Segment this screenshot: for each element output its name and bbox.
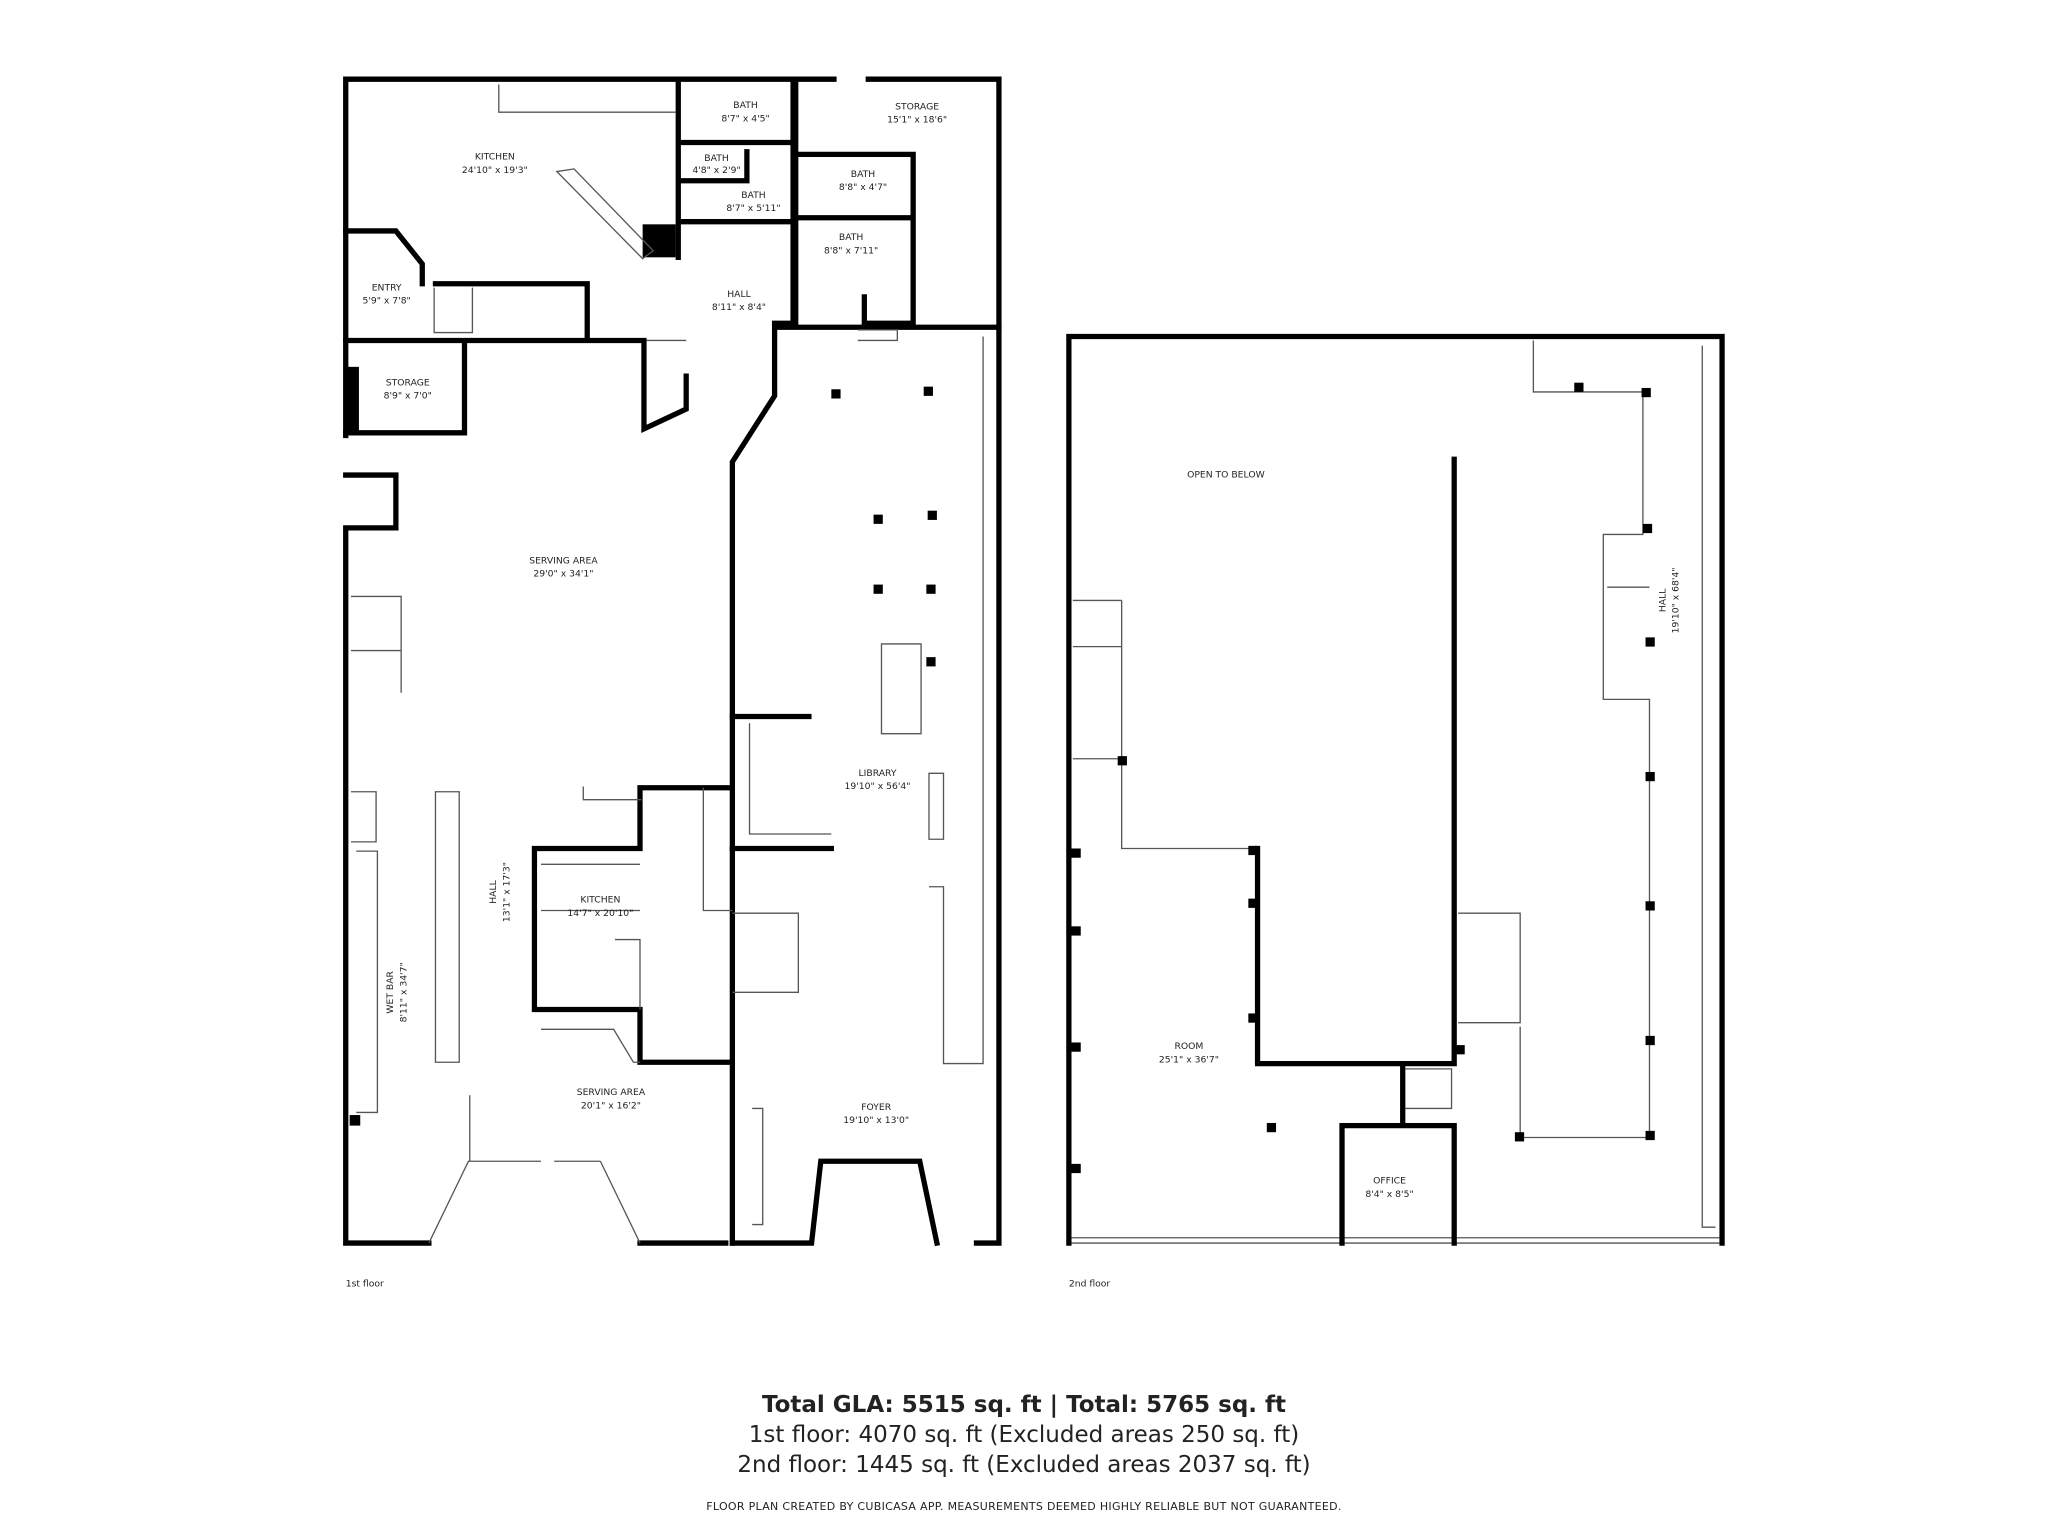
- room-name: STORAGE: [895, 102, 939, 113]
- room-name: KITCHEN: [580, 895, 620, 906]
- room-size: 19'10" x 56'4": [845, 781, 911, 792]
- first-floor-area: 1st floor: 4070 sq. ft (Excluded areas 2…: [748, 1422, 1300, 1448]
- room-size: 5'9" x 7'8": [362, 296, 410, 307]
- room-size: 25'1" x 36'7": [1159, 1054, 1219, 1065]
- second-floor-walls: [1066, 333, 1725, 1246]
- room-size: 14'7" x 20'10": [567, 908, 633, 919]
- room-name: OPEN TO BELOW: [1187, 470, 1265, 481]
- room-name: ENTRY: [372, 282, 402, 293]
- room-labels-second-floor: OPEN TO BELOW HALL 19'10" x 68'4" ROOM 2…: [1069, 470, 1682, 1290]
- first-floor-walls: [343, 76, 1002, 1247]
- second-floor-area: 2nd floor: 1445 sq. ft (Excluded areas 2…: [737, 1452, 1311, 1478]
- room-size: 8'11" x 8'4": [712, 302, 766, 313]
- room-size: 8'11" x 34'7": [398, 962, 409, 1022]
- room-size: 19'10" x 68'4": [1671, 567, 1682, 633]
- room-name: STORAGE: [386, 377, 430, 388]
- room-size: 29'0" x 34'1": [533, 569, 593, 580]
- room-size: 8'7" x 5'11": [726, 203, 780, 214]
- total-area: Total GLA: 5515 sq. ft | Total: 5765 sq.…: [761, 1392, 1287, 1418]
- disclaimer: FLOOR PLAN CREATED BY CUBICASA APP. MEAS…: [706, 1500, 1342, 1513]
- room-name: ROOM: [1175, 1041, 1204, 1052]
- room-name: BATH: [733, 100, 758, 111]
- room-size: 8'8" x 4'7": [839, 182, 887, 193]
- room-labels-first-floor: KITCHEN 24'10" x 19'3" BATH 8'7" x 4'5" …: [346, 100, 947, 1289]
- room-name: KITCHEN: [475, 152, 515, 163]
- room-size: 15'1" x 18'6": [887, 115, 947, 126]
- room-size: 24'10" x 19'3": [462, 165, 528, 176]
- room-name: SERVING AREA: [577, 1087, 646, 1098]
- room-name: FOYER: [861, 1102, 892, 1113]
- room-name: HALL: [488, 879, 499, 903]
- room-size: 8'7" x 4'5": [721, 113, 769, 124]
- room-size: 8'4" x 8'5": [1365, 1189, 1413, 1200]
- room-size: 4'8" x 2'9": [692, 165, 740, 176]
- room-size: 13'1" x 17'3": [501, 862, 512, 922]
- room-name: WET BAR: [385, 970, 396, 1013]
- room-name: BATH: [741, 190, 766, 201]
- room-name: BATH: [704, 153, 729, 164]
- room-name: OFFICE: [1373, 1176, 1406, 1187]
- room-name: SERVING AREA: [529, 555, 598, 566]
- room-name: LIBRARY: [859, 768, 897, 779]
- room-name: HALL: [1657, 588, 1668, 612]
- floor-label: 1st floor: [346, 1279, 384, 1290]
- room-size: 8'9" x 7'0": [384, 391, 432, 402]
- room-name: BATH: [839, 232, 864, 243]
- floor-label: 2nd floor: [1069, 1279, 1111, 1290]
- room-size: 19'10" x 13'0": [843, 1115, 909, 1126]
- room-name: HALL: [727, 289, 751, 300]
- room-name: BATH: [851, 169, 876, 180]
- room-size: 20'1" x 16'2": [581, 1100, 641, 1111]
- room-size: 8'8" x 7'11": [824, 245, 878, 256]
